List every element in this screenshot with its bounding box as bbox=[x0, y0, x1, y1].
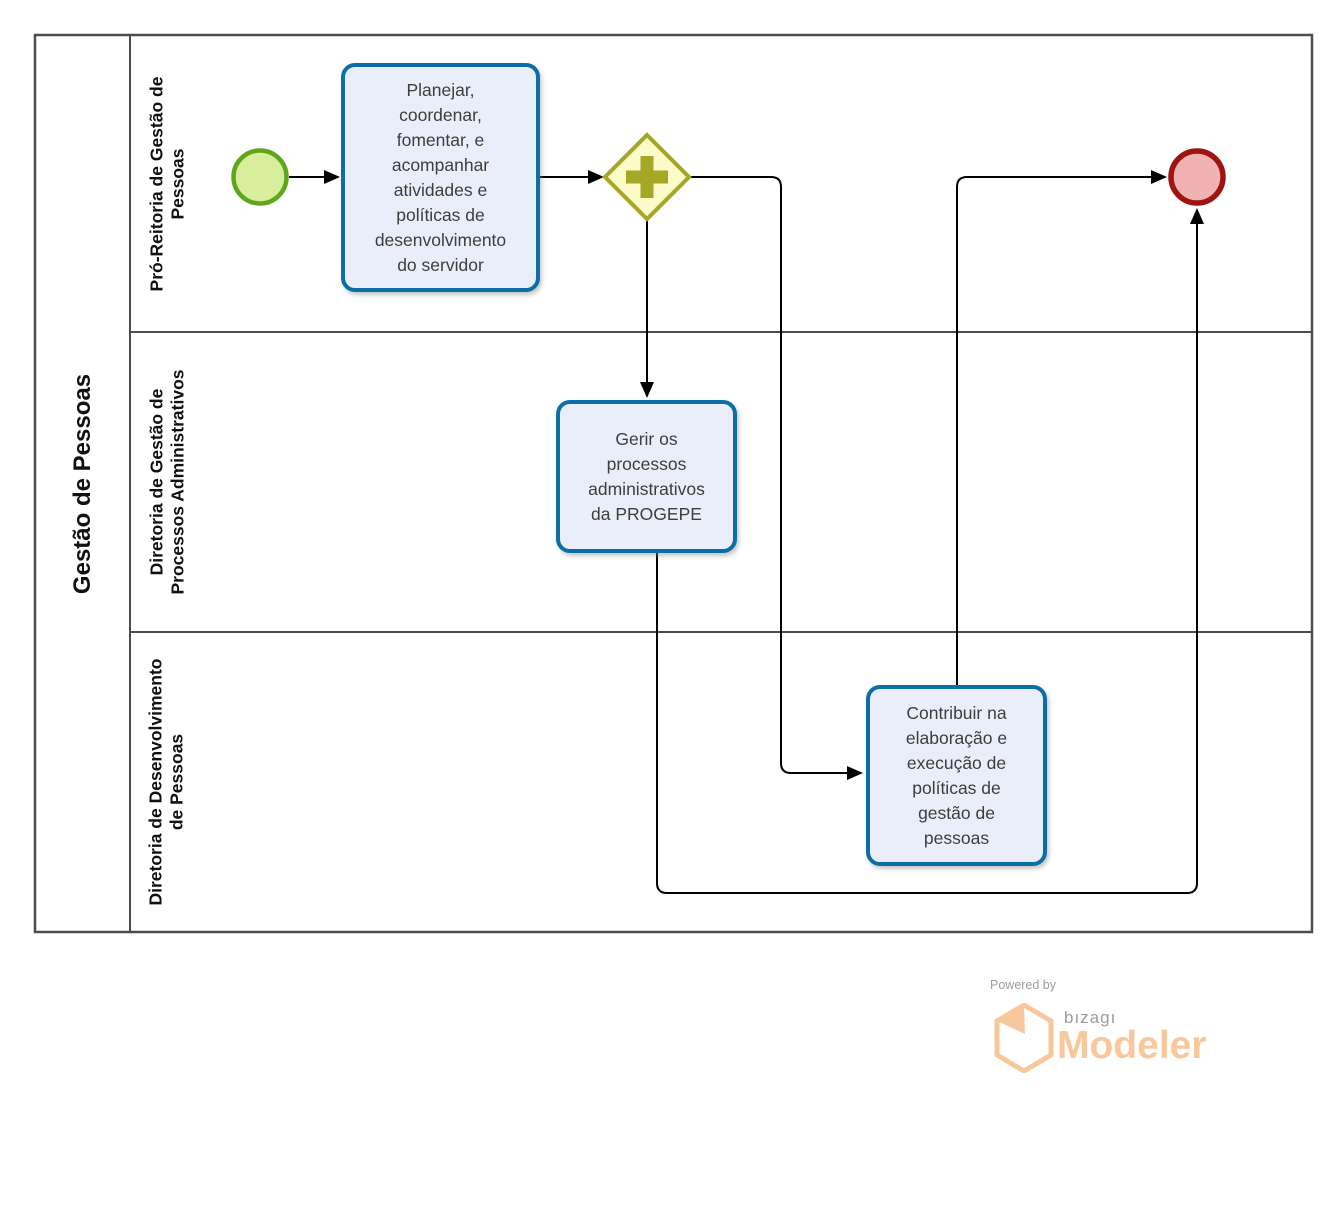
lane-label-diretoria-processos: Diretoria de Gestão de Processos Adminis… bbox=[131, 334, 203, 630]
pool-header: Gestão de Pessoas bbox=[36, 36, 130, 931]
task-contribuir: Contribuir na elaboração e execução de p… bbox=[866, 685, 1047, 866]
flow-gateway-to-contribuir bbox=[688, 176, 863, 780]
lane3-label-line1: Diretoria de Desenvolvimento bbox=[146, 658, 166, 906]
lane2-label-line2: Processos Administrativos bbox=[167, 369, 187, 595]
pool-boundary bbox=[33, 33, 1314, 934]
task-planejar-label: Planejar, coordenar, fomentar, e acompan… bbox=[374, 79, 507, 275]
task-planejar: Planejar, coordenar, fomentar, e acompan… bbox=[341, 63, 540, 292]
task-gerir-label: Gerir os processos administrativos da PR… bbox=[588, 428, 705, 524]
bizagi-brand-label: bızagı bbox=[1064, 1008, 1117, 1027]
lane-label-diretoria-desenvolvimento: Diretoria de Desenvolvimento de Pessoas bbox=[131, 634, 203, 930]
lane2-label-line1: Diretoria de Gestão de bbox=[146, 388, 166, 576]
flow-contribuir-to-end bbox=[956, 170, 1167, 685]
lane-label-pro-reitoria: Pró-Reitoria de Gestão de Pessoas bbox=[131, 37, 203, 330]
lane1-label-line1: Pró-Reitoria de Gestão de bbox=[146, 76, 167, 291]
bizagi-hexagon-icon bbox=[994, 1003, 1054, 1073]
end-event-icon bbox=[1168, 148, 1226, 206]
lane1-label-line2: Pessoas bbox=[167, 147, 188, 220]
task-contribuir-label: Contribuir na elaboração e execução de p… bbox=[905, 702, 1008, 848]
pool-title: Gestão de Pessoas bbox=[69, 373, 96, 594]
parallel-gateway-icon bbox=[602, 132, 692, 222]
start-event-icon bbox=[231, 148, 289, 206]
lane3-label-line2: de Pessoas bbox=[167, 733, 187, 831]
flow-gerir-to-end bbox=[656, 208, 1204, 894]
task-gerir: Gerir os processos administrativos da PR… bbox=[556, 400, 737, 553]
modeler-product-label: Modeler bbox=[1057, 1024, 1207, 1067]
powered-by-label: Powered by bbox=[990, 978, 1057, 992]
